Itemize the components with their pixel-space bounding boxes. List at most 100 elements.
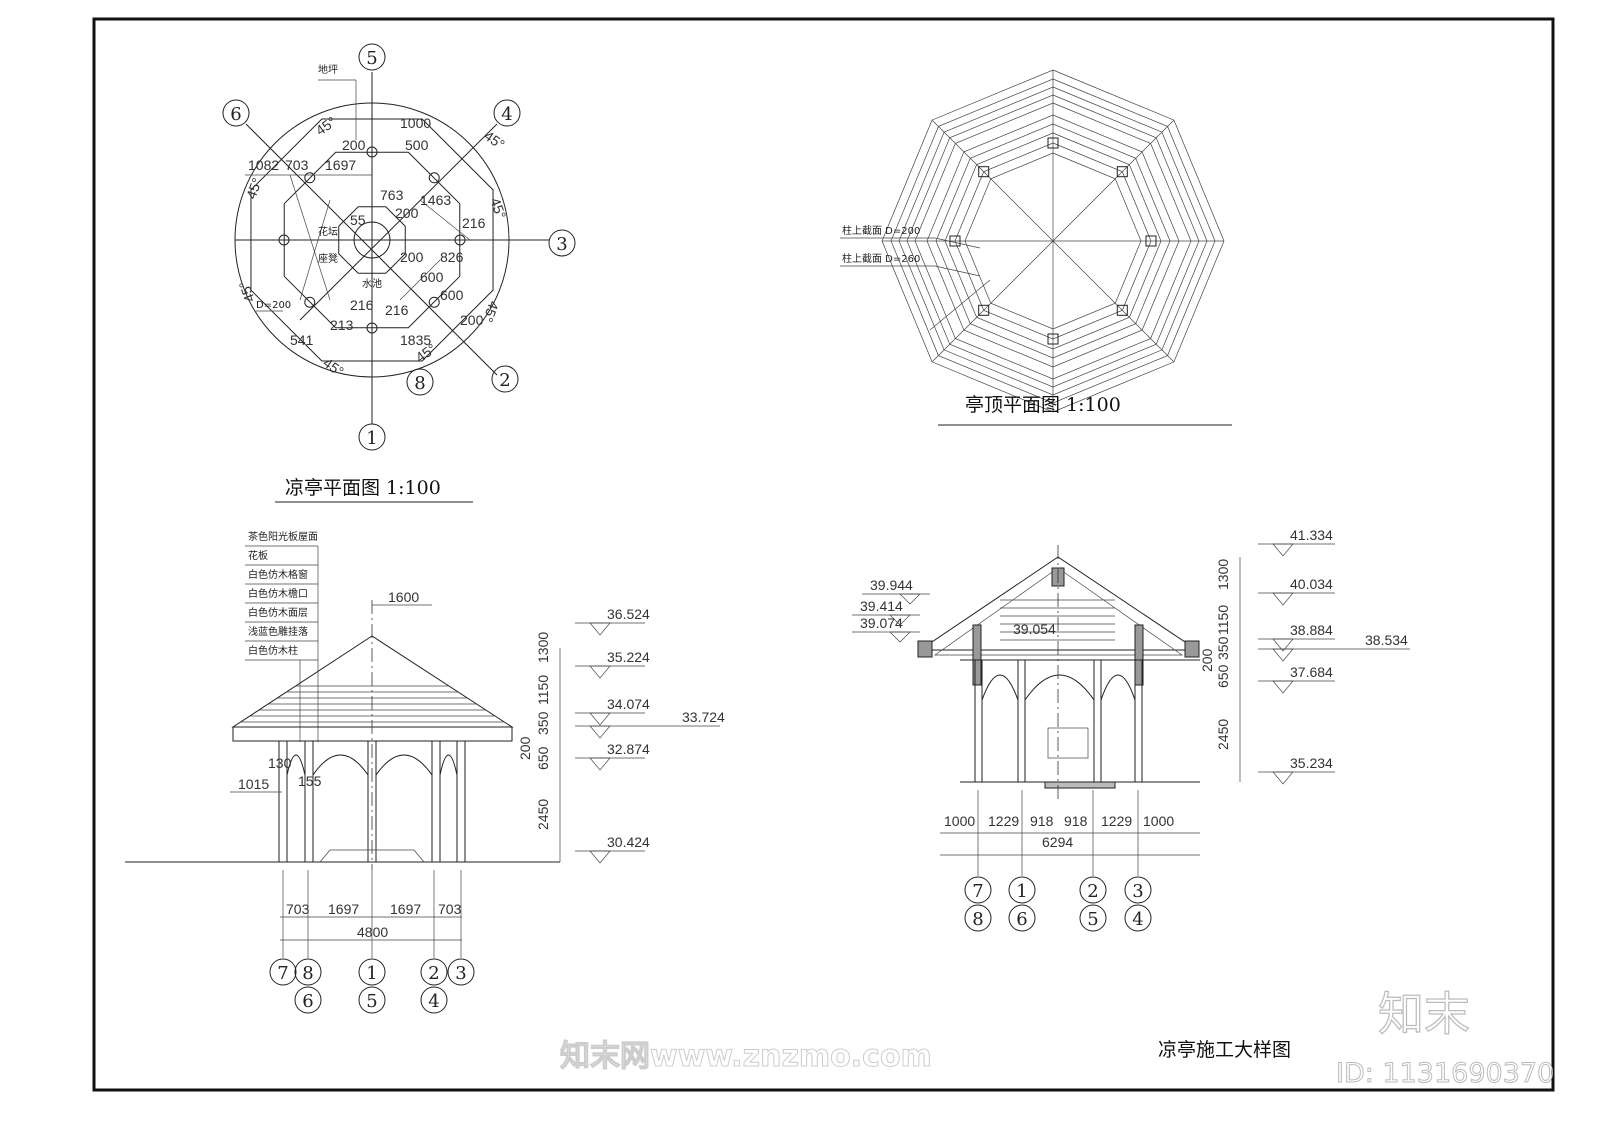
- axis-marker: [447, 958, 475, 986]
- level-marker: [889, 614, 911, 626]
- axis-marker: [358, 43, 386, 71]
- left-elevation: 茶色阳光板屋面花板白色仿木格窗白色仿木檐口白色仿木面层浅蓝色雕挂落白色仿木柱16…: [125, 530, 725, 1014]
- watermark-id: ID: 1131690370: [1336, 1058, 1554, 1089]
- axis-marker: [1124, 904, 1152, 932]
- dim-text: 1229: [1101, 813, 1132, 829]
- dim-text: 918: [1064, 813, 1088, 829]
- leader: [934, 265, 981, 277]
- material-label: 浅蓝色雕挂落: [248, 625, 308, 638]
- dim-text: 6294: [1042, 834, 1073, 850]
- level-marker: [899, 593, 921, 605]
- timber-section: [1184, 640, 1200, 658]
- detail-note-block: [1047, 727, 1089, 759]
- dim-text: 1150: [1215, 605, 1231, 635]
- axis-marker: [358, 423, 386, 451]
- level-value: 39.414: [860, 598, 903, 614]
- roof-profile: [918, 556, 1199, 651]
- dim-text: 1082: [248, 157, 279, 173]
- column: [1093, 659, 1102, 783]
- axis-number: 7: [277, 963, 288, 984]
- dim-text: 216: [462, 215, 486, 231]
- axis-number: 2: [428, 963, 439, 984]
- level-marker: [589, 725, 611, 739]
- dim-text: 1150: [535, 675, 551, 705]
- level-value: 38.534: [1365, 632, 1408, 648]
- pool-base: [1044, 781, 1116, 789]
- dim-text: 155: [298, 773, 322, 789]
- axis-number: 3: [556, 234, 567, 255]
- dim-text: 1000: [1143, 813, 1174, 829]
- level-value: 35.224: [607, 649, 650, 665]
- level-marker: [589, 850, 611, 864]
- level-value: 39.054: [1013, 621, 1056, 637]
- bench: [319, 849, 425, 863]
- drawing-title: 凉亭施工大样图: [1158, 1039, 1291, 1061]
- axis-number: 6: [1016, 909, 1027, 930]
- dim-text: 1300: [535, 632, 551, 663]
- watermark-logo: 知末: [1378, 987, 1470, 1041]
- axis-number: 5: [366, 991, 377, 1012]
- leader: [934, 237, 981, 249]
- dim-text: 1697: [325, 157, 356, 173]
- dim-text: 1600: [388, 589, 419, 605]
- dim-text: 350: [1215, 636, 1231, 660]
- dim-text: 2450: [535, 799, 551, 830]
- axis-marker: [358, 958, 386, 986]
- roof-label: 柱上截面 D=200: [842, 224, 920, 237]
- dim-text: 1697: [390, 901, 421, 917]
- dim-text: 1697: [328, 901, 359, 917]
- axis-number: 6: [230, 104, 241, 125]
- axis-marker: [294, 986, 322, 1014]
- angle-label: 45°: [313, 113, 340, 138]
- level-marker: [589, 757, 611, 771]
- dim-text: 213: [330, 317, 354, 333]
- plan-seat-line: [399, 259, 441, 301]
- material-label: 白色仿木柱: [248, 644, 298, 657]
- dim-text: 200: [400, 249, 424, 265]
- plan-pool-octagon: [338, 206, 406, 274]
- dim-text: 703: [286, 901, 310, 917]
- dim-text: 1000: [400, 115, 431, 131]
- axis-number: 6: [302, 991, 313, 1012]
- level-value: 39.944: [870, 577, 913, 593]
- material-label: 白色仿木檐口: [248, 587, 308, 600]
- dim-text: 1015: [238, 776, 269, 792]
- level-value: 30.424: [607, 834, 650, 850]
- level-value: 41.334: [1290, 527, 1333, 543]
- dim-text: 1463: [420, 192, 451, 208]
- axis-number: 3: [1132, 881, 1143, 902]
- axis-number: 8: [302, 963, 313, 984]
- dim-text: 703: [285, 157, 309, 173]
- level-marker: [589, 712, 611, 726]
- axis-number: 3: [455, 963, 466, 984]
- label-flower-bed: 花坛: [318, 225, 338, 238]
- level-value: 40.034: [1290, 576, 1333, 592]
- level-value: 32.874: [607, 741, 650, 757]
- dim-text: 600: [420, 269, 444, 285]
- plan-outer-octagon: [250, 118, 494, 362]
- axis-number: 4: [501, 104, 512, 125]
- dim-text: 500: [405, 137, 429, 153]
- axis-number: 4: [1132, 909, 1143, 930]
- column: [1017, 659, 1026, 783]
- dim-text: 1835: [400, 332, 431, 348]
- arch: [375, 754, 433, 776]
- axis-number: 2: [499, 370, 510, 391]
- arch: [1100, 674, 1136, 701]
- leader: [929, 279, 991, 331]
- column: [431, 740, 441, 863]
- angle-label: 45°: [320, 354, 347, 379]
- axis-marker: [964, 904, 992, 932]
- plan-column: [304, 172, 316, 184]
- level-marker: [1272, 543, 1294, 557]
- roof-column-top: [1047, 137, 1059, 149]
- roof-column-top: [978, 166, 990, 178]
- axis-marker: [493, 99, 521, 127]
- roof-label: 柱上截面 D=260: [842, 252, 920, 265]
- label-ground: 地坪: [318, 63, 338, 76]
- roof-ridge: [931, 119, 1054, 242]
- dim-text: 541: [290, 332, 314, 348]
- axis-line: [299, 123, 498, 321]
- level-marker: [1272, 592, 1294, 606]
